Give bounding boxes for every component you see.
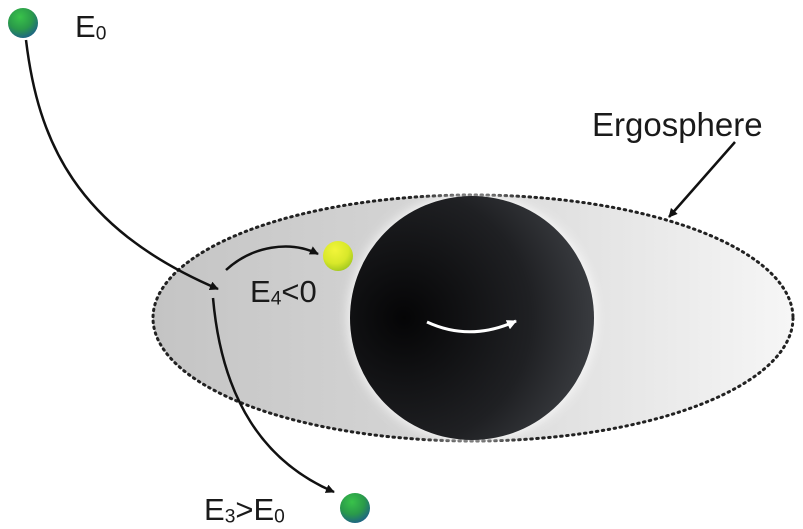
- escaping-trajectory: [211, 297, 335, 494]
- rotation-arrow: [426, 319, 517, 334]
- label-ergosphere: Ergosphere: [592, 106, 763, 143]
- label-escaping-energy: E3>E0: [204, 492, 285, 528]
- inward-trajectory: [225, 245, 319, 271]
- ergosphere-pointer: [668, 141, 736, 218]
- particle-e0: [8, 8, 38, 38]
- particle-e4: [323, 241, 353, 271]
- label-initial-energy: E0: [75, 9, 107, 45]
- incoming-trajectory: [24, 39, 219, 291]
- particle-e3: [340, 493, 370, 523]
- label-negative-energy: E4<0: [250, 274, 317, 310]
- black-hole: [350, 196, 594, 440]
